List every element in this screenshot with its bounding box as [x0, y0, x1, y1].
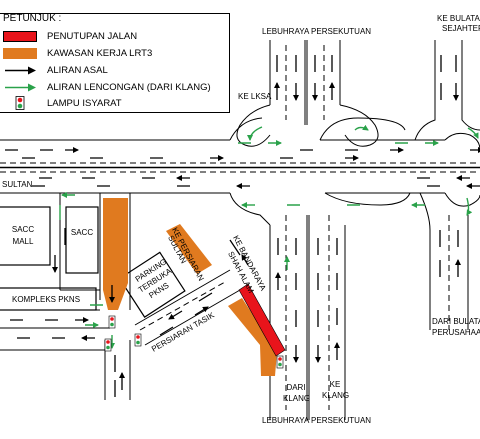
vertical-highway-top-edges	[269, 40, 341, 105]
work-zone-2	[166, 224, 212, 274]
legend-label-closure: PENUTUPAN JALAN	[47, 31, 138, 42]
work-zone-swatch	[3, 48, 37, 59]
label-perusahaan: PERUSAHAAN	[432, 328, 480, 337]
label-ke-klang: KLANG	[322, 391, 350, 400]
work-zone-3	[228, 298, 277, 376]
traffic-light-4	[276, 355, 284, 369]
label-ke-lksa: KE LKSA	[238, 92, 272, 101]
legend-label-work-zone: KAWASAN KERJA LRT3	[47, 48, 153, 59]
legend-row-traffic-light: LAMPU ISYARAT	[0, 96, 229, 112]
legend: PETUNJUK : PENUTUPAN JALAN KAWASAN KERJA…	[0, 13, 230, 113]
legend-label-original-flow: ALIRAN ASAL	[47, 65, 108, 76]
label-sejahtera: SEJAHTERA	[442, 24, 480, 33]
legend-title: PETUNJUK :	[3, 13, 62, 24]
label-sultan: SULTAN	[2, 180, 33, 189]
original-flow-arrows	[5, 55, 480, 397]
label-kompleks-pkns: KOMPLEKS PKNS	[12, 295, 81, 304]
legend-row-closure: PENUTUPAN JALAN	[0, 29, 229, 45]
traffic-lights	[104, 315, 284, 369]
vertical-highway-bottom-edges	[269, 225, 346, 420]
traffic-light-1	[108, 315, 116, 329]
green-arrow-right-icon	[5, 83, 36, 92]
road-closure-zone	[238, 283, 286, 357]
kompleks-pkns-building	[0, 287, 97, 311]
label-sacc: SACC	[70, 228, 94, 237]
label-dari: DARI	[286, 383, 306, 392]
legend-row-original-flow: ALIRAN ASAL	[0, 63, 229, 79]
legend-row-work-zone: KAWASAN KERJA LRT3	[0, 46, 229, 62]
traffic-light-icon	[15, 96, 25, 110]
loop-top-left	[236, 104, 271, 147]
traffic-light-2	[104, 338, 112, 352]
label-ke: KE	[329, 380, 341, 389]
parking-terbuka-pkns	[118, 251, 186, 318]
label-lebuhraya-top: LEBUHRAYA PERSEKUTUAN	[262, 27, 372, 36]
label-lebuhraya-bottom: LEBUHRAYA PERSEKUTUAN	[262, 416, 372, 425]
label-sacc-mall-2: MALL	[12, 237, 34, 246]
legend-row-diversion: ALIRAN LENCONGAN (DARI KLANG)	[0, 80, 229, 96]
diversion-flow-arrows	[60, 124, 479, 349]
closure-swatch	[3, 31, 37, 42]
label-dari-bulatan: DARI BULATAN	[432, 317, 480, 326]
vertical-highway-median-top	[304, 40, 308, 125]
lrt3-work-zones	[103, 198, 277, 376]
loop-top-right	[339, 104, 379, 147]
traffic-light-3	[134, 333, 142, 347]
label-dari-klang: KLANG	[283, 394, 311, 403]
legend-label-traffic-light: LAMPU ISYARAT	[47, 98, 122, 109]
label-ke-bulatan-top: KE BULATAN	[437, 14, 480, 23]
label-sacc-mall-1: SACC	[11, 225, 35, 234]
legend-label-diversion: ALIRAN LENCONGAN (DARI KLANG)	[47, 82, 211, 93]
sacc-building	[65, 206, 99, 274]
arrow-right-icon	[5, 66, 36, 75]
vertical-highway-median-bottom	[306, 215, 310, 420]
work-zone-1	[103, 198, 128, 310]
sacc-mall-building	[0, 206, 51, 266]
